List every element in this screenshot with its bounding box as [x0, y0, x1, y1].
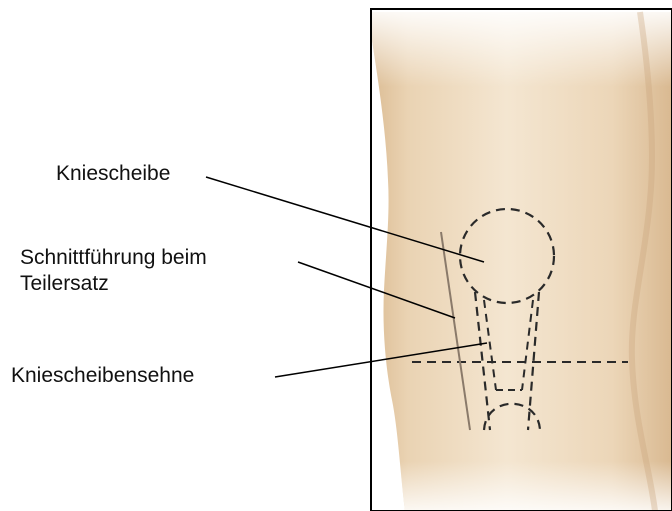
label-schnittfuehrung-line2: Teilersatz	[20, 272, 109, 296]
label-kniescheibensehne: Kniescheibensehne	[11, 364, 194, 388]
label-schnittfuehrung-line1: Schnittführung beim	[20, 246, 207, 270]
leg-highlight	[372, 12, 672, 511]
label-kniescheibe: Kniescheibe	[56, 162, 170, 186]
